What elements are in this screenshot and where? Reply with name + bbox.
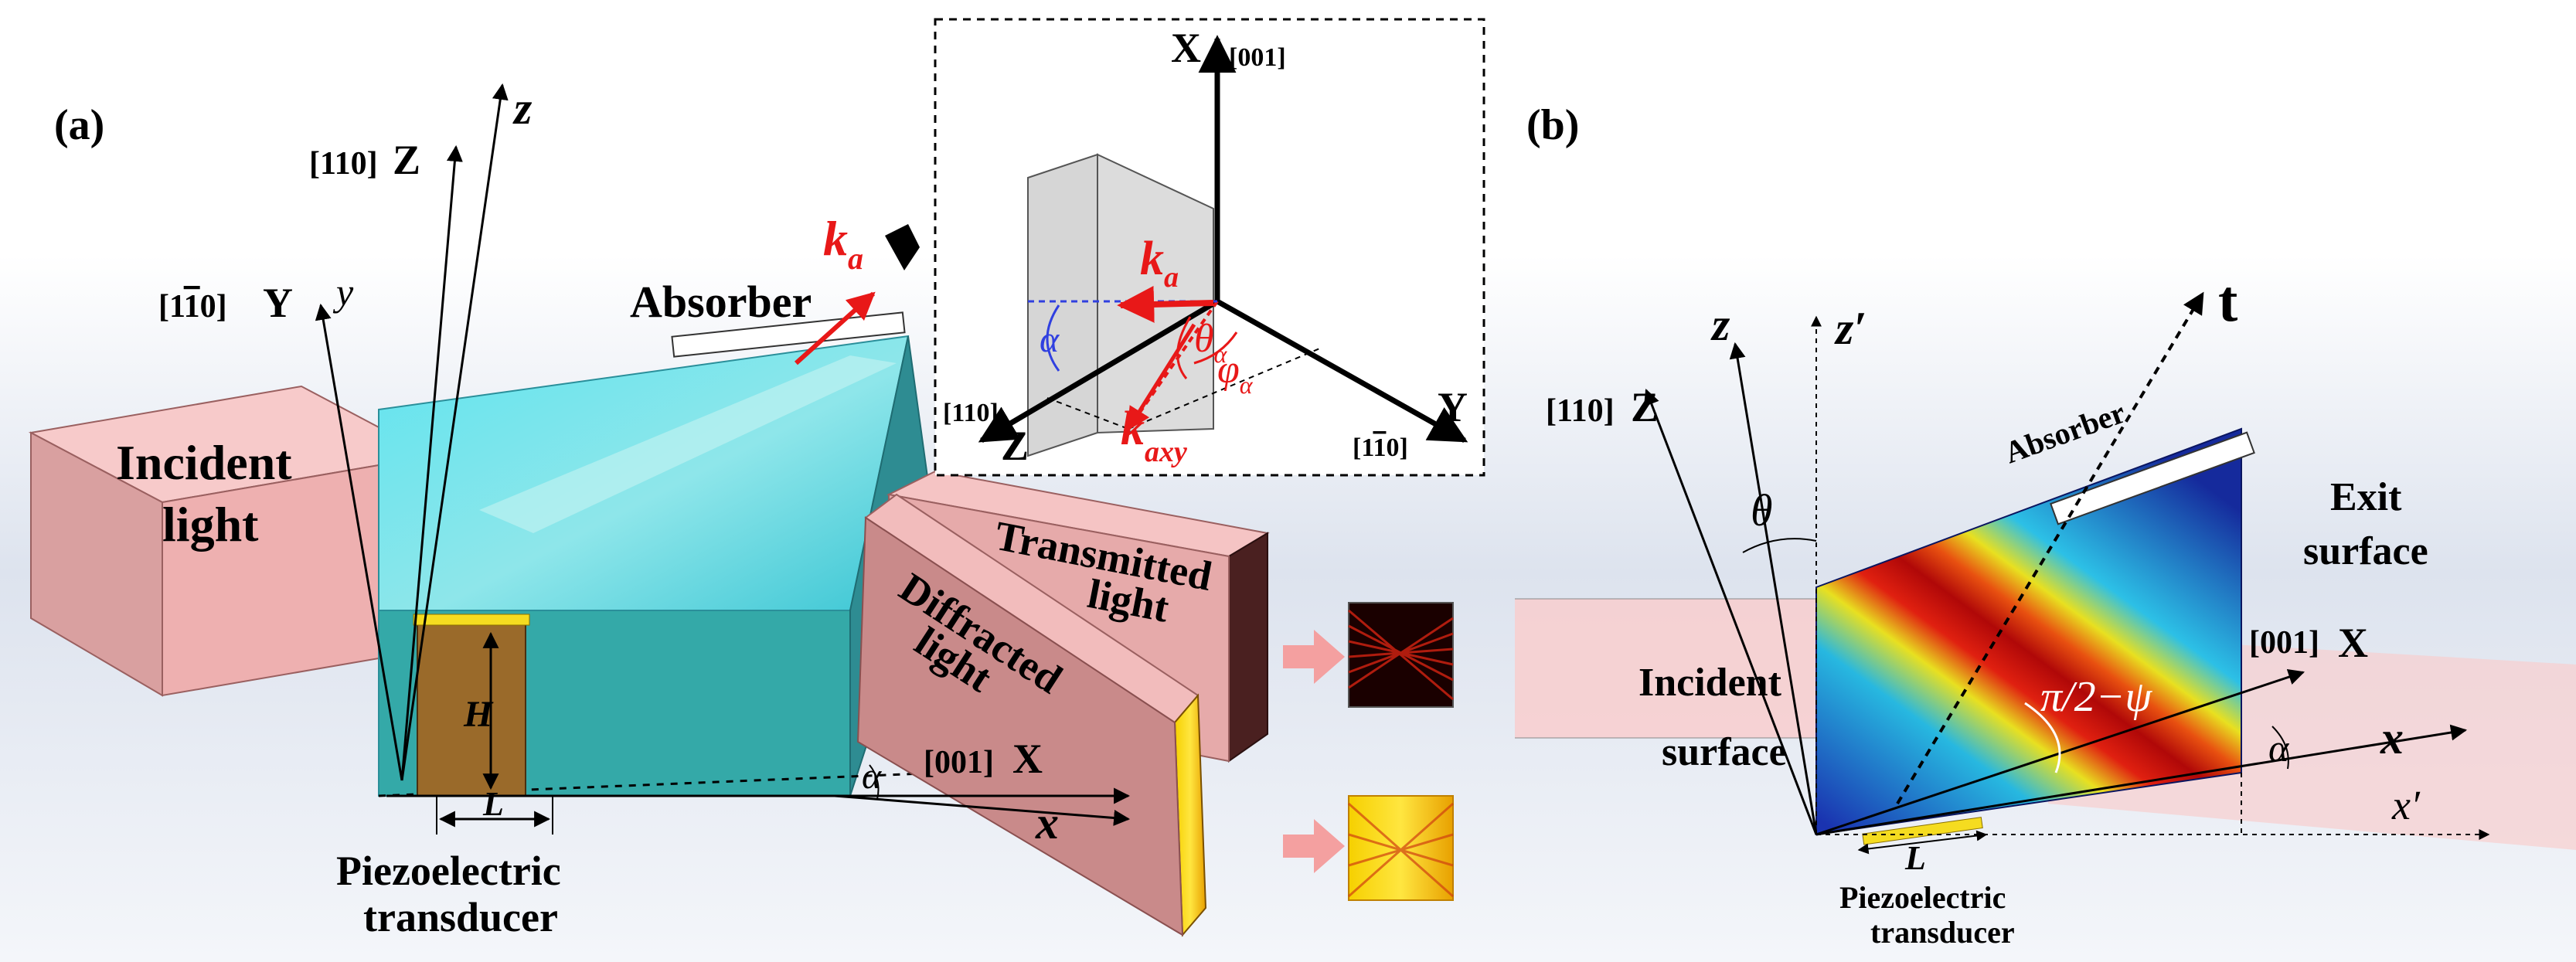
axis-X-name-a: X (1012, 736, 1043, 782)
exit-surface-label-2: surface (2303, 529, 2428, 573)
axis-X-index-b: [001] (2249, 625, 2319, 661)
axis-z-a: z (512, 83, 533, 134)
diffracted-beam (856, 493, 1207, 937)
panel-b-label: (b) (1526, 101, 1579, 149)
transducer-a-label-1: Piezoelectric (336, 848, 561, 894)
panel-b: (b) Absorber L Piezoelectric transducer (1515, 101, 2576, 962)
axis-Z-name-b: Z (1631, 384, 1659, 430)
piezo-transducer-a (413, 614, 530, 797)
length-L-label-b: L (1904, 839, 1926, 877)
inset-phi-label: φα (1217, 348, 1254, 399)
axes-b (1643, 291, 2490, 840)
inset-X-name: X (1171, 25, 1201, 71)
transducer-a-label-2: transducer (363, 894, 558, 940)
incident-light-label-2: light (162, 497, 259, 552)
axis-Y-name-a: Y (263, 280, 293, 326)
inset-alpha-label: α (1040, 319, 1060, 360)
absorber-a (671, 311, 906, 358)
theta-label-b: θ (1751, 485, 1773, 535)
output-patterns (1283, 602, 1454, 901)
light-band-b (1515, 599, 1816, 738)
incident-surface-label-2: surface (1662, 730, 1787, 774)
axis-x-a: x (1035, 797, 1059, 848)
inset-kaxy-label: kaxy (1121, 403, 1187, 468)
alpha-angle-a: α (862, 756, 882, 797)
absorber-b (2050, 431, 2255, 525)
exit-surface-label-1: Exit (2330, 475, 2402, 519)
absorber-a-label: Absorber (630, 277, 812, 327)
transducer-b-label-1: Piezoelectric (1839, 880, 2006, 915)
length-L-label-a: L (482, 785, 504, 823)
inset-ka-label: ka (1140, 233, 1179, 294)
axis-X-name-b: X (2338, 620, 2368, 666)
direction-t-label: t (2218, 269, 2237, 334)
axis-z-b: z (1710, 299, 1730, 350)
axis-x-b: x (2380, 712, 2404, 763)
incident-surface-label-1: Incident (1638, 661, 1782, 705)
incident-beam (28, 385, 436, 697)
inset-coordinate-panel: X [001] [110] Z Y [110] ka kaxy θα φα α (934, 18, 1485, 477)
ka-label-a: ka (823, 211, 863, 276)
axis-Y-index-a: [110] (158, 289, 227, 325)
axis-y-a: y (332, 270, 354, 314)
alpha-angle-b: α (2268, 726, 2290, 770)
axis-Z-index-a: [110] (309, 146, 378, 182)
inset-Z-name: Z (1001, 423, 1029, 469)
axis-x-prime-b: x′ (2391, 782, 2421, 828)
panel-a-label: (a) (54, 101, 104, 149)
inset-theta-label: θα (1194, 317, 1228, 368)
incident-light-label-1: Incident (116, 435, 292, 490)
wave-vector-ka (794, 224, 920, 365)
axis-Z-name-a: Z (393, 137, 420, 183)
inset-Z-index: [110] (943, 399, 999, 427)
axis-X-index-a: [001] (924, 745, 994, 780)
axis-z-prime-b: z′ (1834, 303, 1866, 354)
axes-a (315, 83, 1131, 826)
transducer-b-label-2: transducer (1870, 915, 2015, 950)
inset-X-index: [001] (1229, 43, 1286, 72)
angle-pi-half-minus-psi: π/2−ψ (2040, 673, 2152, 721)
axis-Z-index-b: [110] (1546, 393, 1615, 429)
inset-Y-index: [110] (1353, 433, 1408, 462)
height-H-label: H (463, 694, 494, 735)
inset-Y-name: Y (1438, 384, 1468, 430)
